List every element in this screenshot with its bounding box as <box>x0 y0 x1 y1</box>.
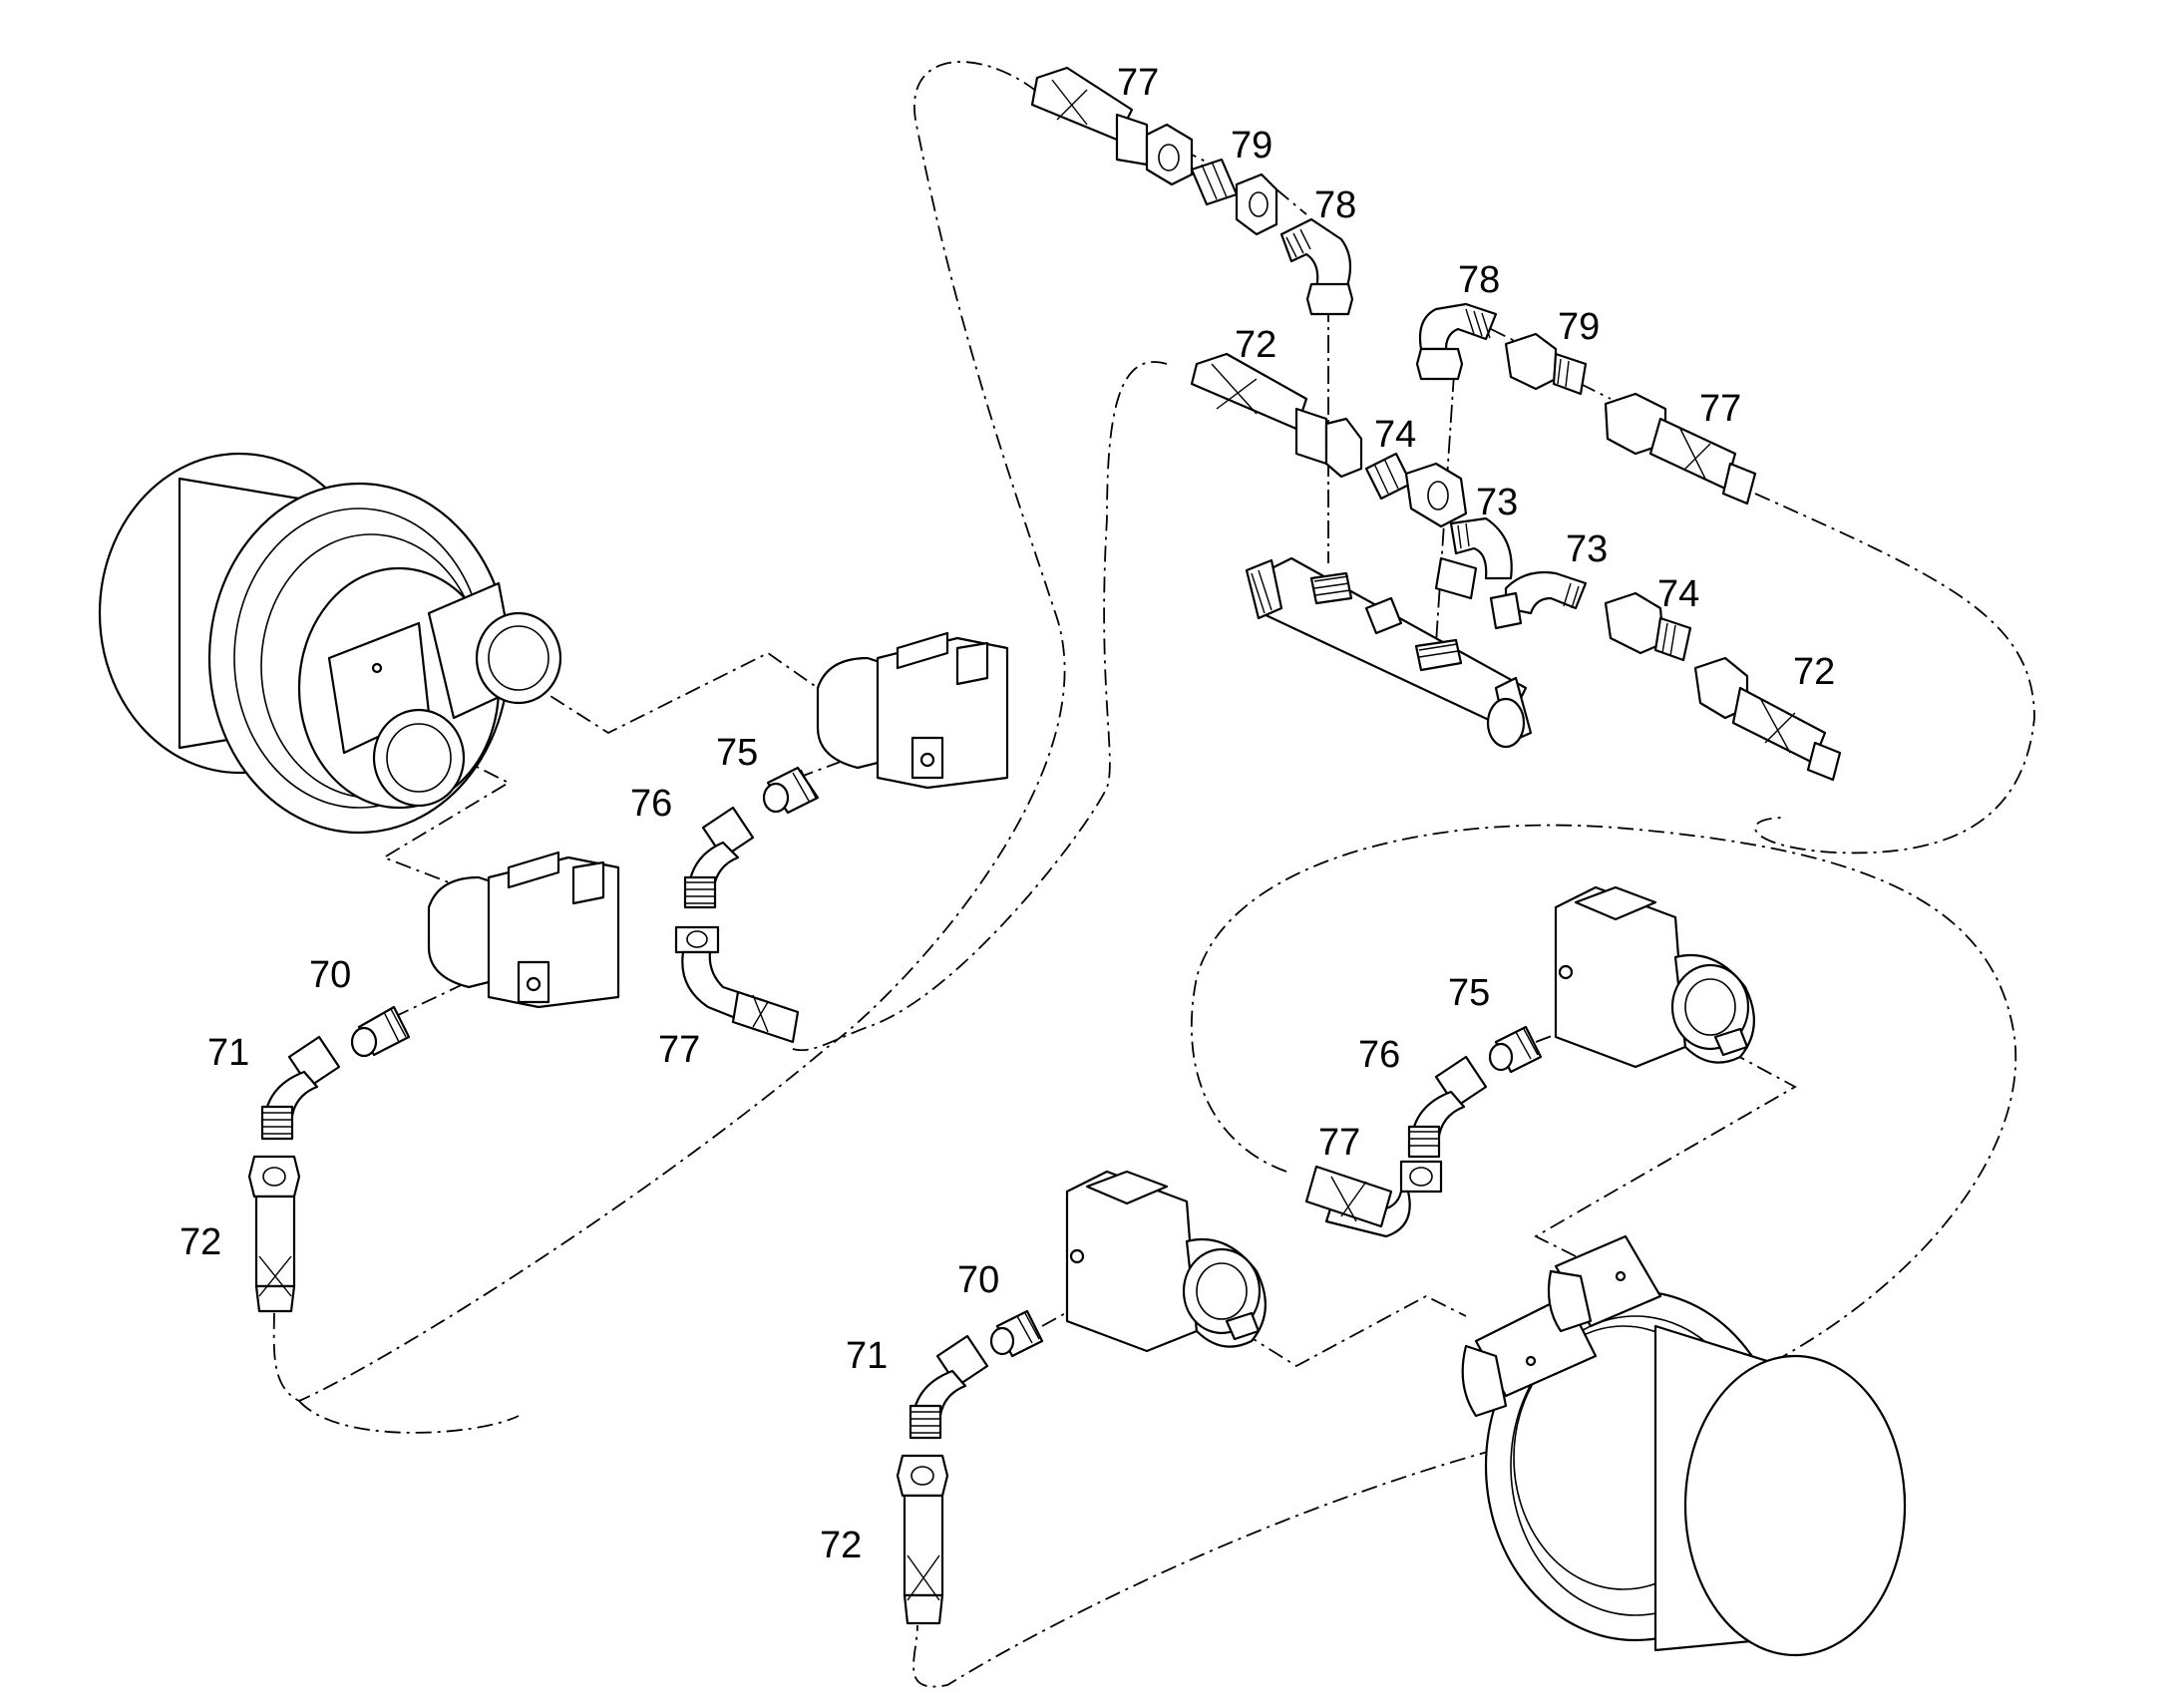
fitting-70-left-adapter <box>350 1005 411 1058</box>
motor-valve-link-left-a <box>498 651 819 735</box>
fitting-75-right-adapter <box>1488 1025 1543 1074</box>
callout-72: 72 <box>1235 324 1276 366</box>
fitting-75-left-adapter <box>762 766 820 815</box>
callout-76: 76 <box>1358 1034 1400 1076</box>
callout-72: 72 <box>180 1221 221 1263</box>
hose-72-mid <box>1190 352 1363 479</box>
callout-70: 70 <box>957 1259 999 1301</box>
callout-77: 77 <box>1117 62 1159 104</box>
fitting-79-top <box>1190 158 1278 236</box>
callout-77: 77 <box>1699 388 1741 430</box>
fitting-70-right-adapter <box>989 1309 1044 1358</box>
hose-route-left-lower <box>298 1400 520 1434</box>
callout-78: 78 <box>1458 259 1500 301</box>
fitting-leader-right-row <box>1490 328 1612 400</box>
callout-77: 77 <box>658 1029 700 1071</box>
fitting-74-mid <box>1364 452 1468 528</box>
hose-72-left <box>247 1155 301 1313</box>
hose-77-left <box>674 925 800 1044</box>
hose-route-right-loop <box>1754 493 2035 854</box>
callout-79: 79 <box>1558 306 1600 348</box>
callout-71: 71 <box>846 1335 888 1377</box>
callout-71: 71 <box>207 1032 249 1074</box>
callout-75: 75 <box>1448 972 1490 1014</box>
hose-72-lower <box>896 1454 949 1625</box>
motor-valve-link-right-b <box>1534 1051 1797 1257</box>
valve-lower-center <box>1065 1170 1267 1353</box>
left-drive-motor <box>98 452 562 835</box>
callout-72: 72 <box>820 1525 862 1566</box>
elbow-73-upper <box>1434 516 1513 600</box>
fitting-71-right-elbow <box>908 1334 989 1440</box>
hose-route-center-loop <box>912 824 2017 1688</box>
right-drive-motor <box>1461 1234 1907 1657</box>
callout-78: 78 <box>1314 184 1356 226</box>
connection-lines <box>272 61 2035 1688</box>
fitting-74-right <box>1604 591 1692 662</box>
fitting-76-left-elbow <box>683 806 755 909</box>
callout-72: 72 <box>1793 651 1835 693</box>
hose-77-lower-right <box>1304 1160 1443 1238</box>
hose-route-top-left-loop <box>272 61 1066 1402</box>
hose-72-right <box>1693 656 1842 782</box>
callout-70: 70 <box>309 954 351 996</box>
elbow-78-right <box>1415 302 1498 381</box>
valve-upper-left <box>816 631 1009 790</box>
callout-75: 75 <box>716 732 758 774</box>
valve-upper-right <box>1554 885 1755 1069</box>
elbow-73-lower <box>1489 570 1588 630</box>
fitting-71-left-elbow <box>260 1035 341 1141</box>
elbow-78-top <box>1279 217 1354 316</box>
hose-77-right <box>1604 392 1757 506</box>
callout-79: 79 <box>1231 125 1272 167</box>
fitting-76-right-elbow <box>1407 1055 1488 1159</box>
callout-74: 74 <box>1374 414 1416 456</box>
manifold-tee <box>1245 556 1533 749</box>
callout-76: 76 <box>630 783 672 825</box>
callout-73: 73 <box>1566 528 1608 570</box>
callout-74: 74 <box>1657 573 1699 615</box>
callout-73: 73 <box>1476 482 1518 523</box>
motor-valve-link-right-a <box>1216 1294 1467 1368</box>
callout-labels: 77 79 78 78 79 72 74 77 73 73 74 72 75 7… <box>180 62 1835 1566</box>
hose-route-mid-loop <box>787 361 1168 1052</box>
hose-77-top <box>1030 66 1194 186</box>
callout-77: 77 <box>1318 1122 1360 1164</box>
valve-lower-left <box>427 851 620 1009</box>
fitting-79-right <box>1504 332 1588 396</box>
